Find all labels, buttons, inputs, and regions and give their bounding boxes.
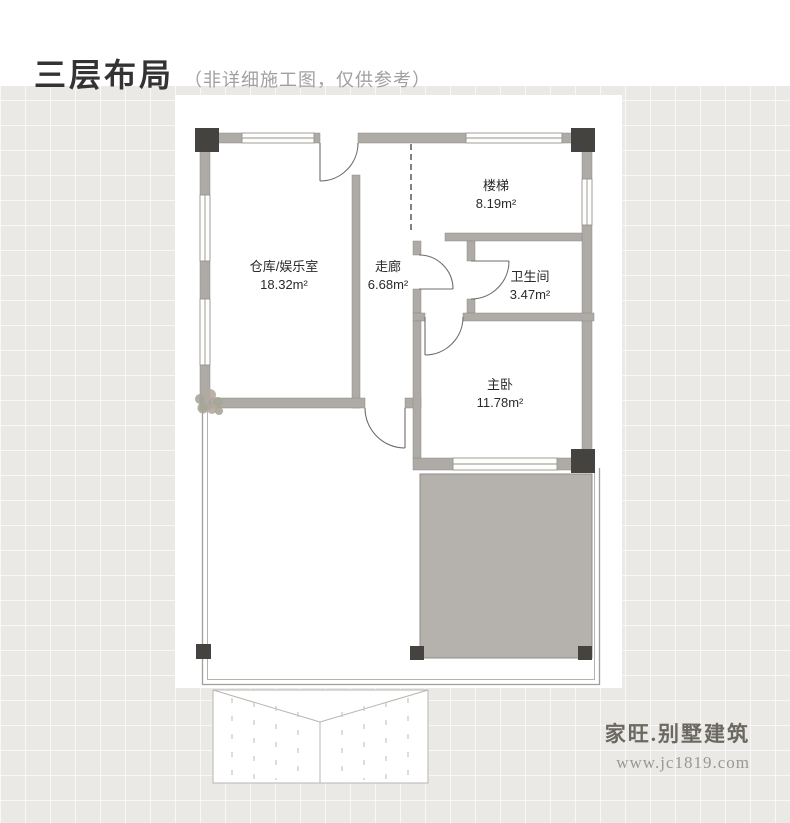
room-area: 8.19m² — [475, 196, 517, 211]
watermark-brand: 家旺.别墅建筑 — [604, 722, 750, 746]
room-name: 楼梯 — [482, 178, 509, 193]
room-name: 走廊 — [374, 259, 401, 274]
watermark: 家旺.别墅建筑 www.jc1819.com — [605, 718, 750, 773]
room-area: 6.68m² — [367, 277, 409, 292]
room-name: 卫生间 — [510, 269, 550, 284]
room-label-corridor: 走廊 6.68m² — [368, 258, 408, 294]
watermark-site: www.jc1819.com — [616, 753, 750, 772]
page-header: 三层布局 （非详细施工图，仅供参考） — [0, 0, 790, 93]
terrace-posts — [196, 644, 592, 660]
room-area: 18.32m² — [260, 277, 308, 292]
room-label-bathroom: 卫生间 3.47m² — [510, 268, 550, 304]
wall-columns — [195, 128, 595, 473]
page-title: 三层布局 — [34, 57, 175, 93]
room-area: 3.47m² — [509, 287, 551, 302]
room-area: 11.78m² — [476, 395, 524, 410]
roof-outline — [212, 689, 429, 784]
plant-icon — [195, 389, 223, 415]
door-arc-icon — [319, 142, 510, 449]
room-label-bedroom: 主卧 11.78m² — [477, 376, 524, 412]
page-subtitle: （非详细施工图，仅供参考） — [184, 70, 432, 90]
room-label-stairs: 楼梯 8.19m² — [476, 177, 516, 213]
windows — [199, 132, 593, 471]
terrace-railing — [201, 410, 601, 686]
room-name: 主卧 — [486, 377, 514, 392]
room-label-storage: 仓库/娱乐室 18.32m² — [250, 258, 319, 294]
deck-area — [419, 473, 593, 659]
room-name: 仓库/娱乐室 — [249, 259, 319, 274]
